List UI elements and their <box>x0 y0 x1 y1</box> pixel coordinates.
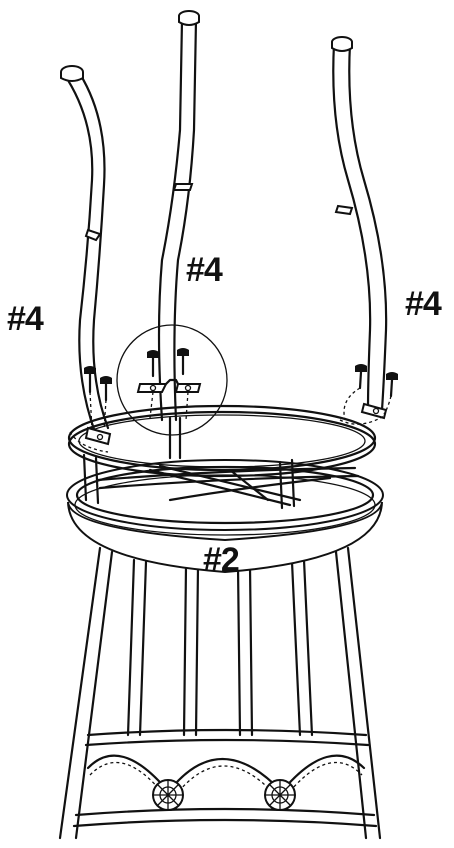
part-label-leg-center: #4 <box>186 251 223 289</box>
bolt <box>343 364 367 421</box>
leg-right <box>331 36 388 420</box>
bolts <box>69 348 398 453</box>
bolt <box>100 376 112 431</box>
bolt <box>177 348 189 421</box>
part-label-leg-left: #4 <box>7 300 44 338</box>
part-label-leg-right: #4 <box>405 285 442 323</box>
bolt <box>84 366 96 431</box>
detail-circle <box>116 324 228 436</box>
base-frame <box>58 546 382 840</box>
bolt <box>383 372 398 415</box>
leg-center <box>136 10 202 422</box>
leg-left <box>60 65 112 446</box>
part-label-seat-ring: #2 <box>203 541 240 579</box>
bolt <box>147 350 159 419</box>
top-ring <box>67 404 377 510</box>
